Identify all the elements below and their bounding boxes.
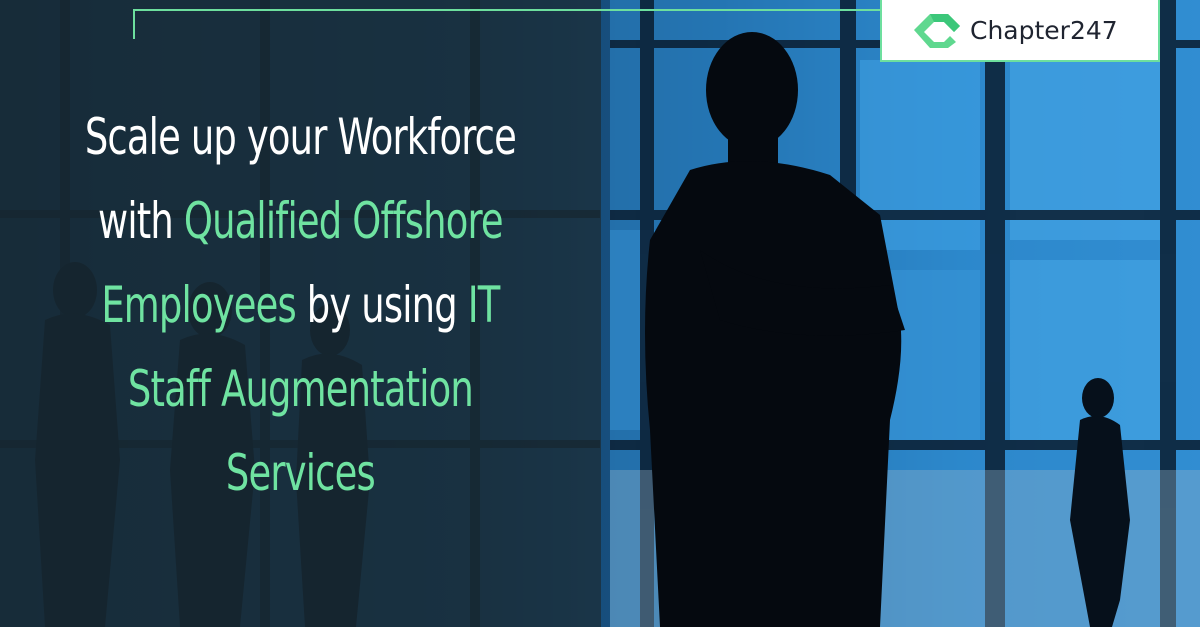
headline-line-4: Staff Augmentation <box>54 347 547 431</box>
accent-line-left <box>133 9 135 39</box>
headline-highlight: Employees <box>101 276 296 334</box>
headline-highlight: IT <box>467 276 501 334</box>
brand-logo[interactable]: Chapter247 <box>880 0 1160 62</box>
logo-text: Chapter247 <box>970 15 1118 45</box>
headline-text: Scale up your Workforce <box>84 108 517 166</box>
headline-line-2: with Qualified Offshore <box>54 179 547 263</box>
headline-highlight: Services <box>225 444 376 502</box>
chapter247-logo-icon <box>914 14 960 48</box>
headline-highlight: Staff Augmentation <box>127 360 474 418</box>
headline-line-5: Services <box>54 431 547 515</box>
headline-line-3: Employees by using IT <box>54 263 547 347</box>
headline-text: by using <box>295 276 468 334</box>
accent-line-top <box>133 9 881 11</box>
headline: Scale up your Workforce with Qualified O… <box>54 95 547 515</box>
text-overlay-panel <box>0 0 601 627</box>
headline-text: with <box>98 192 184 250</box>
headline-highlight: Qualified Offshore <box>183 192 504 250</box>
headline-line-1: Scale up your Workforce <box>54 95 547 179</box>
